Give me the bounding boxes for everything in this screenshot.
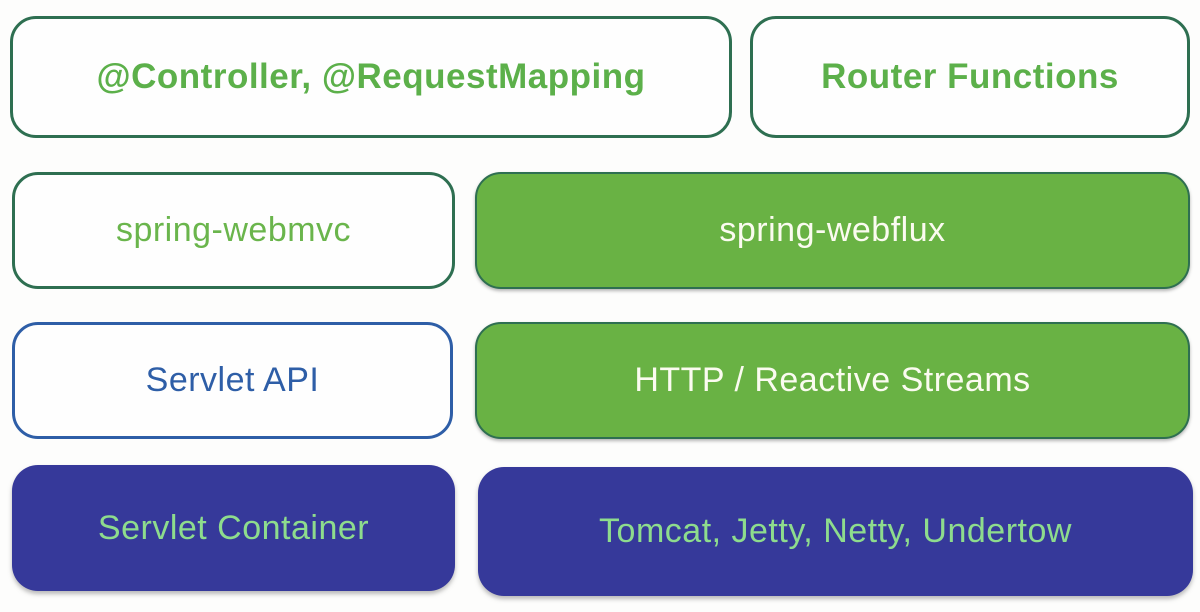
box-tomcat-jetty-netty-undertow: Tomcat, Jetty, Netty, Undertow — [478, 467, 1193, 596]
box-controller-requestmapping-label: @Controller, @RequestMapping — [96, 57, 646, 96]
box-servlet-api-label: Servlet API — [145, 361, 320, 399]
box-servlet-container: Servlet Container — [12, 465, 455, 591]
box-router-functions-label: Router Functions — [821, 57, 1119, 96]
box-http-reactive-streams-label: HTTP / Reactive Streams — [634, 361, 1031, 399]
box-controller-requestmapping: @Controller, @RequestMapping — [10, 16, 732, 138]
box-servlet-api: Servlet API — [12, 322, 453, 439]
box-spring-webflux-label: spring-webflux — [719, 211, 946, 249]
box-spring-webmvc-label: spring-webmvc — [115, 211, 352, 249]
box-http-reactive-streams: HTTP / Reactive Streams — [475, 322, 1190, 439]
box-router-functions: Router Functions — [750, 16, 1190, 138]
box-servlet-container-label: Servlet Container — [97, 508, 370, 547]
box-spring-webmvc: spring-webmvc — [12, 172, 455, 289]
box-tomcat-jetty-netty-undertow-label: Tomcat, Jetty, Netty, Undertow — [599, 512, 1072, 550]
box-spring-webflux: spring-webflux — [475, 172, 1190, 289]
